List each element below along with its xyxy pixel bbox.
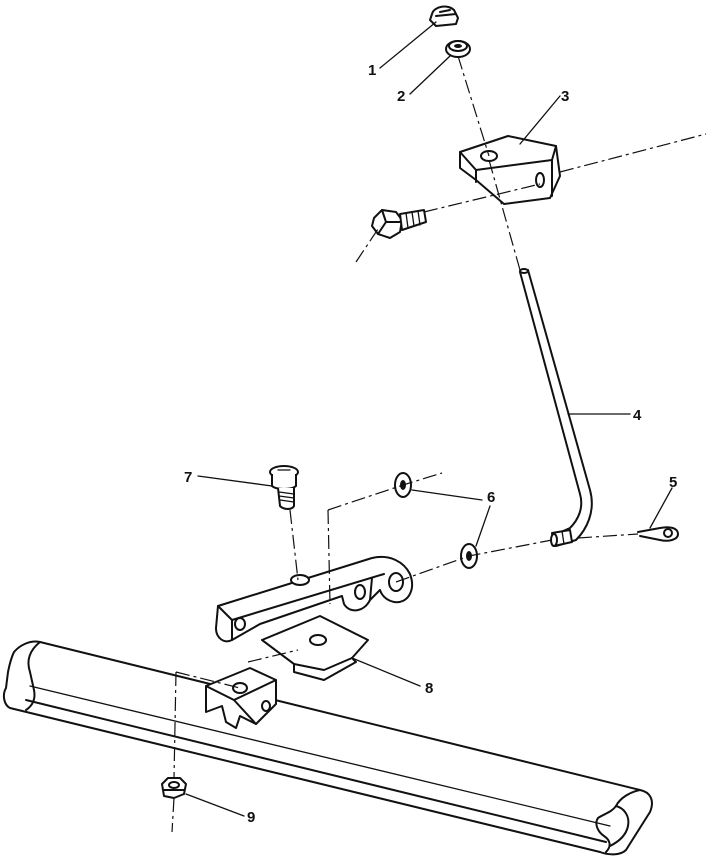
cap-nut-part-1 [429,5,459,27]
callout-2: 2 [397,88,405,105]
bolt-part-7 [269,465,299,510]
callout-1: 1 [368,62,376,79]
lock-washer-part-2 [445,40,471,58]
nut-part-9 [161,777,187,799]
shift-rod-part-4 [519,268,593,547]
callout-3: 3 [561,88,569,105]
slide-plate-part-8 [261,615,369,681]
clip-part-5 [637,526,679,542]
callout-5: 5 [669,474,677,491]
leader-lines [185,21,673,817]
callout-4: 4 [633,407,642,424]
mounting-bracket-part-3 [459,135,561,205]
callout-6: 6 [487,489,495,506]
callout-labels: 1 2 3 4 5 6 7 8 9 [184,62,677,826]
callout-9: 9 [247,809,255,826]
explode-lines [171,55,707,833]
tube-bracket [205,667,277,729]
callout-7: 7 [184,469,192,486]
hex-bolt [371,209,427,239]
callout-8: 8 [425,680,433,697]
washers-part-6 [394,472,478,569]
frame-tube [2,640,653,856]
shift-arm-bracket [215,556,413,643]
